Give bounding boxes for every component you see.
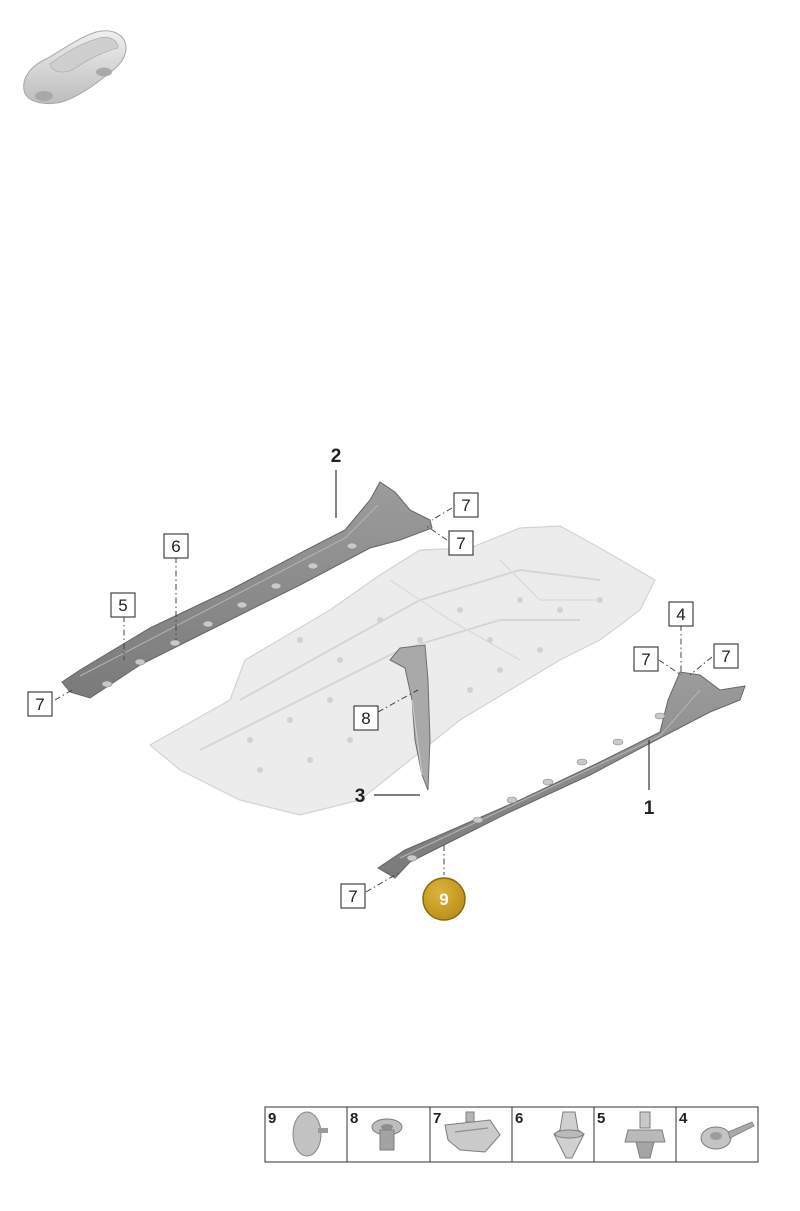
svg-text:9: 9 (268, 1110, 276, 1127)
box-label-7-right-a: 7 (633, 646, 659, 672)
box-label-7-bottom: 7 (340, 883, 366, 909)
svg-text:8: 8 (361, 709, 370, 728)
legend-cell-4: 4 (679, 1110, 755, 1150)
svg-text:7: 7 (461, 496, 470, 515)
vehicle-thumbnail-icon (23, 30, 127, 104)
sill-trim-left (61, 481, 433, 699)
cap-clip-icon (292, 1111, 328, 1157)
svg-text:7: 7 (433, 1110, 441, 1127)
svg-text:4: 4 (679, 1110, 688, 1127)
highlight-callout-9[interactable]: 9 (422, 877, 466, 921)
box-label-6: 6 (163, 533, 189, 559)
underbody-panel (148, 525, 656, 816)
legend-cell-8: 8 (350, 1110, 403, 1151)
expanding-clip-icon (553, 1111, 585, 1159)
box-label-7-left: 7 (27, 691, 53, 717)
svg-text:8: 8 (350, 1110, 358, 1127)
svg-text:6: 6 (515, 1110, 523, 1127)
sill-trim-right (377, 671, 746, 879)
svg-text:4: 4 (676, 605, 685, 624)
spring-nut-icon (444, 1111, 501, 1153)
svg-text:7: 7 (348, 887, 357, 906)
fastening-clip-icon (624, 1111, 666, 1159)
svg-text:7: 7 (641, 650, 650, 669)
svg-text:7: 7 (35, 695, 44, 714)
legend-cell-9: 9 (268, 1110, 328, 1157)
part-label-2: 2 (331, 446, 342, 467)
box-label-4: 4 (668, 601, 694, 627)
svg-text:5: 5 (597, 1110, 605, 1127)
box-label-7-top-b: 7 (448, 530, 474, 556)
svg-text:7: 7 (721, 647, 730, 666)
legend-cell-6: 6 (515, 1110, 585, 1159)
part-label-1: 1 (644, 798, 655, 819)
box-label-8: 8 (353, 705, 379, 731)
tapping-screw-icon (700, 1121, 755, 1150)
box-label-7-right-b: 7 (713, 643, 739, 669)
fastener-legend: 9 8 7 6 (264, 1106, 759, 1163)
svg-text:6: 6 (171, 537, 180, 556)
push-rivet-icon (371, 1118, 403, 1151)
box-label-5: 5 (110, 592, 136, 618)
part-label-3: 3 (355, 786, 366, 807)
legend-cell-5: 5 (597, 1110, 666, 1159)
svg-text:5: 5 (118, 596, 127, 615)
leader-lines (54, 470, 713, 893)
svg-text:9: 9 (439, 890, 448, 909)
legend-cell-7: 7 (433, 1110, 501, 1153)
box-label-7-top-a: 7 (453, 492, 479, 518)
center-trim-piece (389, 644, 431, 791)
svg-text:7: 7 (456, 534, 465, 553)
